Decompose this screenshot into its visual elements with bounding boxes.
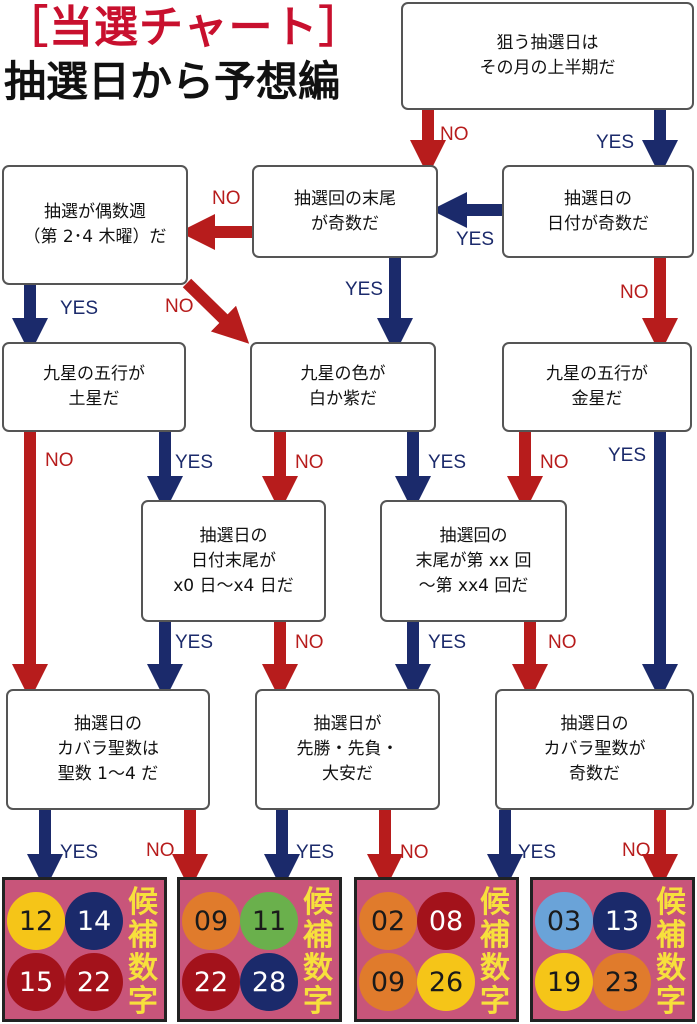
number-ball: 09 (359, 953, 417, 1011)
number-ball: 23 (593, 953, 651, 1011)
result-box: 03 13 19 23 候補数字 (530, 877, 695, 1022)
node-round-odd: 抽選回の末尾 が奇数だ (252, 165, 438, 258)
label-yes: YES (175, 452, 214, 473)
node-date-tail: 抽選日の 日付末尾が x0 日〜x4 日だ (141, 500, 326, 622)
number-ball: 15 (7, 953, 65, 1011)
node-kabbalah-odd: 抽選日の カバラ聖数が 奇数だ (495, 689, 694, 810)
label-yes: YES (608, 445, 647, 466)
node-round-tail: 抽選回の 末尾が第 xx 回 〜第 xx4 回だ (380, 500, 567, 622)
label-no: NO (45, 450, 74, 471)
label-no: NO (295, 452, 324, 473)
number-ball: 11 (240, 892, 298, 950)
number-ball: 12 (7, 892, 65, 950)
number-ball: 02 (359, 892, 417, 950)
number-ball: 22 (65, 953, 123, 1011)
node-even-week: 抽選が偶数週 （第 2･4 木曜）だ (2, 165, 188, 285)
node-kyusei-earth: 九星の五行が 土星だ (2, 342, 186, 432)
label-yes: YES (60, 842, 99, 863)
node-start: 狙う抽選日は その月の上半期だ (401, 2, 694, 110)
label-yes: YES (345, 279, 384, 300)
chart-subtitle: 抽選日から予想編 (4, 57, 341, 106)
number-ball: 28 (240, 953, 298, 1011)
label-yes: YES (175, 632, 214, 653)
label-yes: YES (518, 842, 557, 863)
label-no: NO (146, 840, 175, 861)
number-ball: 14 (65, 892, 123, 950)
candidate-label: 候補数字 (480, 885, 510, 1019)
label-yes: YES (428, 452, 467, 473)
node-kyusei-color: 九星の色が 白か紫だ (250, 342, 436, 432)
label-no: NO (295, 632, 324, 653)
candidate-label: 候補数字 (303, 885, 333, 1019)
number-ball: 13 (593, 892, 651, 950)
node-kyusei-metal: 九星の五行が 金星だ (502, 342, 692, 432)
label-yes: YES (60, 298, 99, 319)
arrow-no (182, 278, 250, 344)
label-no: NO (440, 124, 469, 145)
result-box: 09 11 22 28 候補数字 (177, 877, 342, 1022)
number-ball: 03 (535, 892, 593, 950)
label-no: NO (400, 842, 429, 863)
result-box: 12 14 15 22 候補数字 (2, 877, 167, 1022)
label-yes: YES (456, 229, 495, 250)
result-box: 02 08 09 26 候補数字 (354, 877, 519, 1022)
label-no: NO (548, 632, 577, 653)
number-ball: 26 (417, 953, 475, 1011)
chart-title: ［当選チャート］ (4, 2, 364, 53)
number-ball: 19 (535, 953, 593, 1011)
label-yes: YES (596, 132, 635, 153)
label-yes: YES (296, 842, 335, 863)
node-date-odd: 抽選日の 日付が奇数だ (502, 165, 694, 258)
label-no: NO (620, 282, 649, 303)
candidate-label: 候補数字 (656, 885, 686, 1019)
number-ball: 09 (182, 892, 240, 950)
label-no: NO (540, 452, 569, 473)
candidate-label: 候補数字 (128, 885, 158, 1019)
node-kabbalah-1-4: 抽選日の カバラ聖数は 聖数 1〜4 だ (6, 689, 210, 810)
label-no: NO (622, 840, 651, 861)
label-yes: YES (428, 632, 467, 653)
number-ball: 08 (417, 892, 475, 950)
label-no: NO (212, 188, 241, 209)
node-rokuyo: 抽選日が 先勝・先負・ 大安だ (255, 689, 440, 810)
number-ball: 22 (182, 953, 240, 1011)
label-no: NO (165, 296, 194, 317)
